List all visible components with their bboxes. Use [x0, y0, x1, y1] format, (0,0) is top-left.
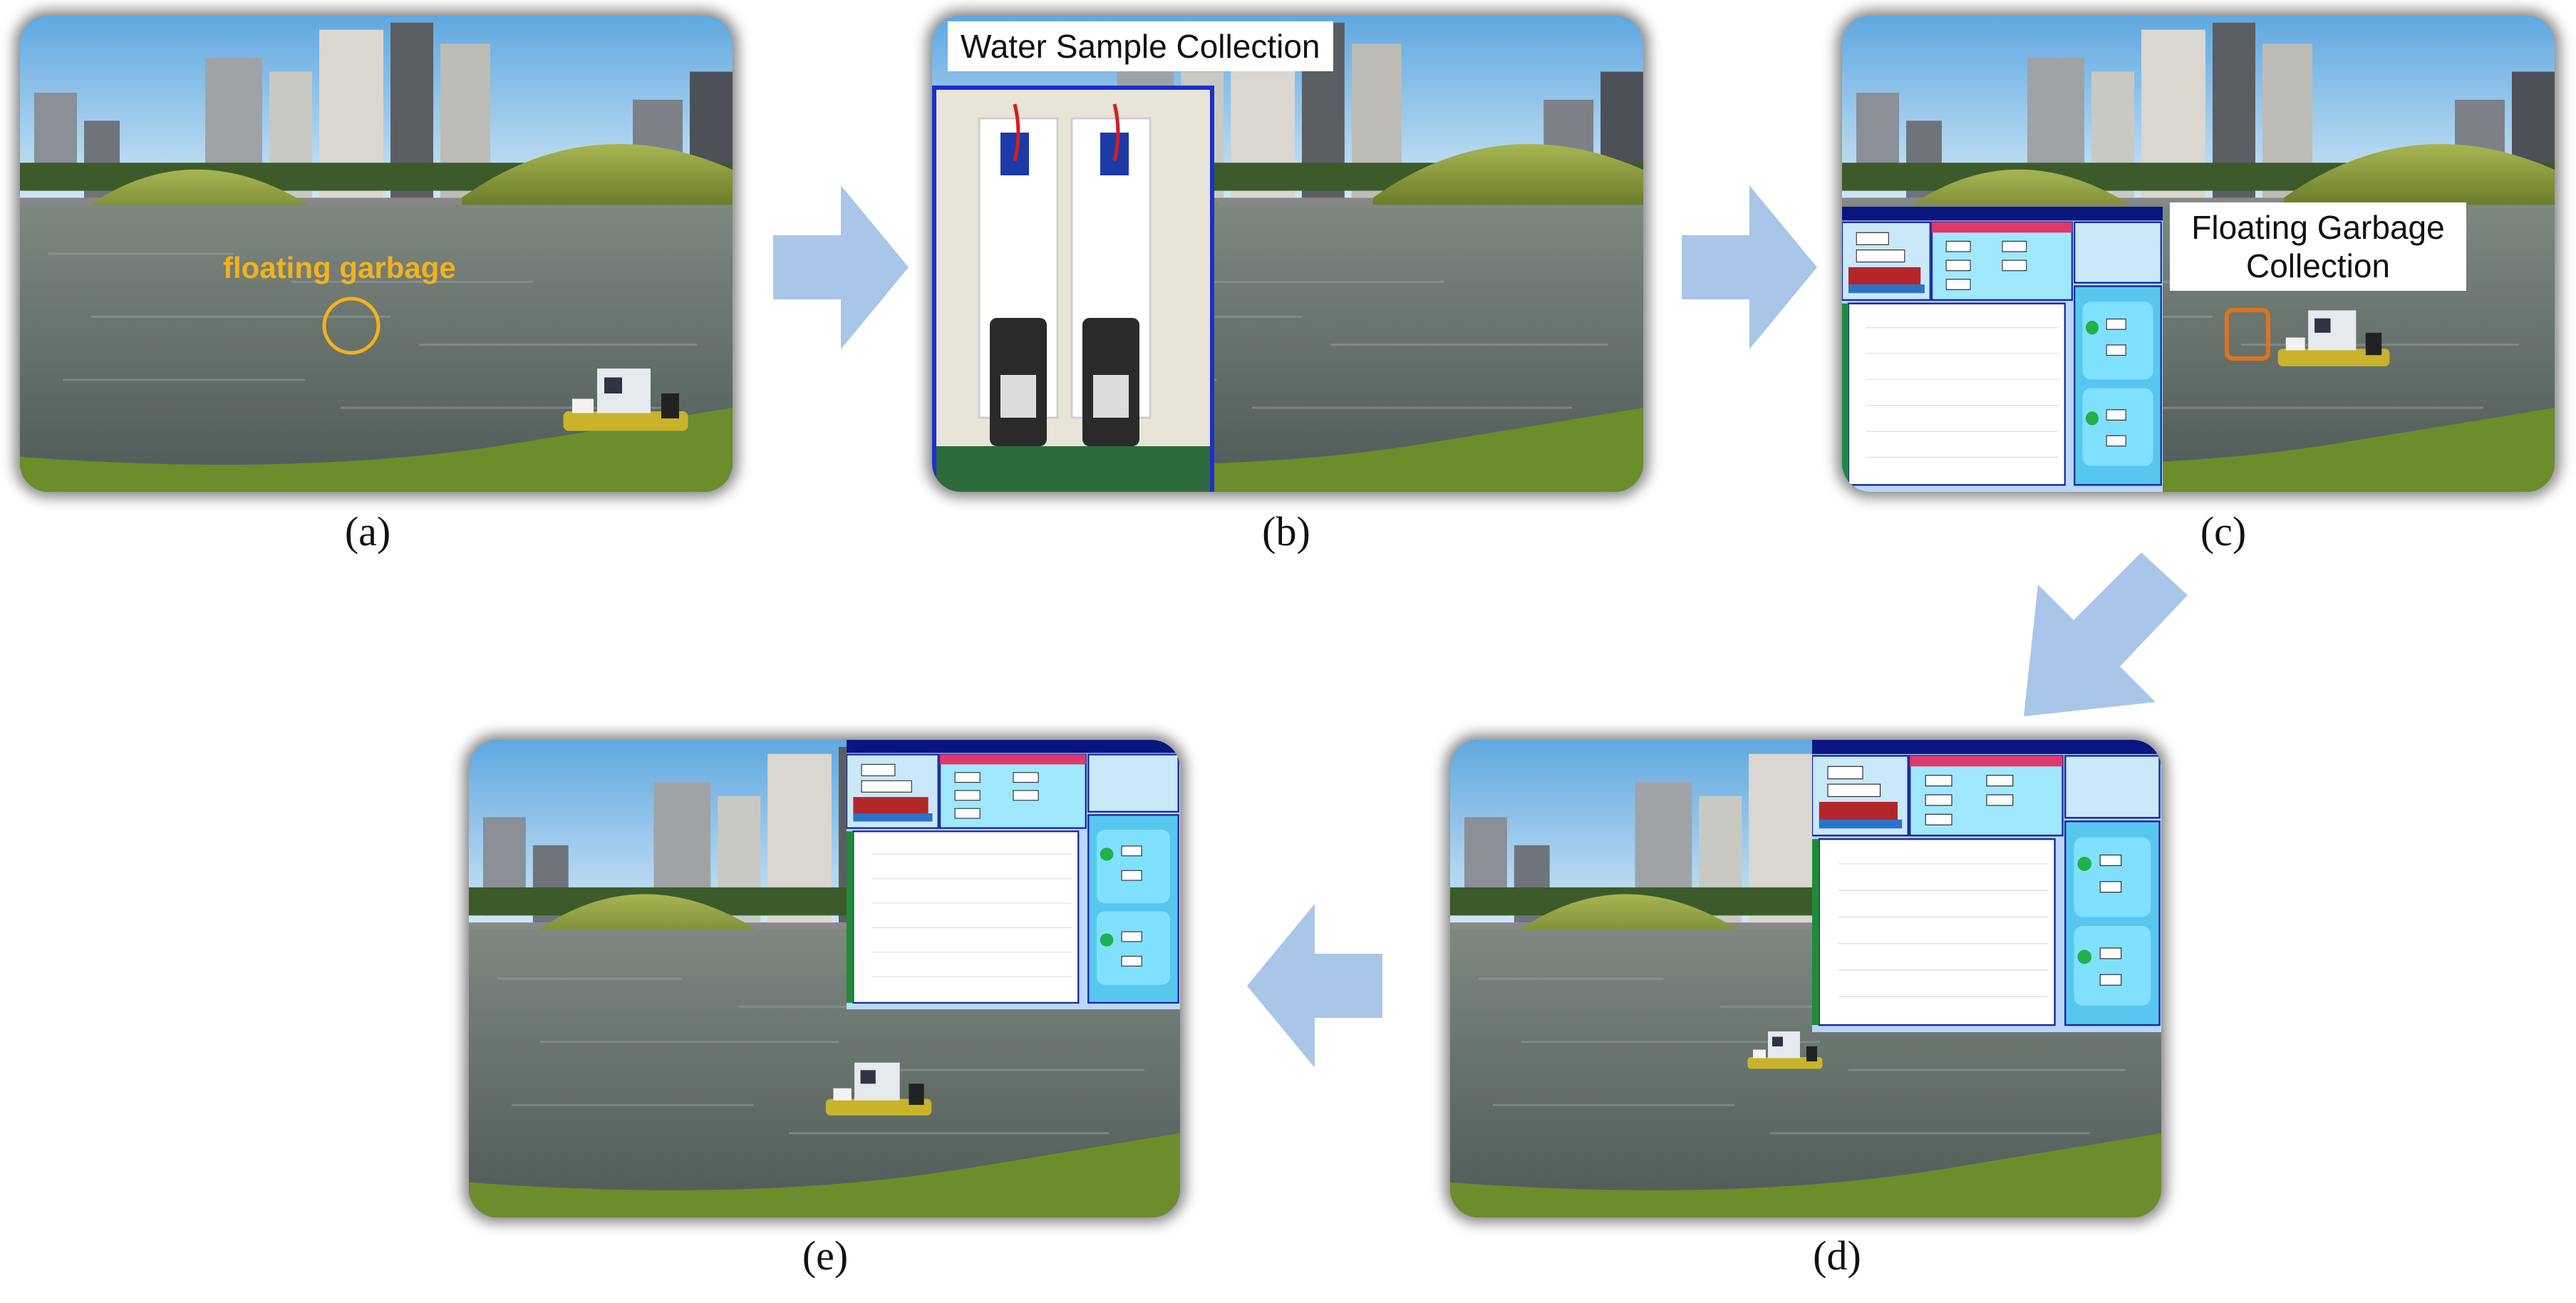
monitoring-dashboard [847, 740, 1180, 1009]
panel-b: Water Sample Collection [932, 16, 1643, 492]
boat-image [818, 1054, 939, 1129]
caption-c: (c) [2200, 508, 2247, 555]
arrow-down-left-icon [2024, 552, 2188, 716]
boat-image [554, 358, 697, 447]
arrow-left-icon [1247, 904, 1382, 1068]
caption-d: (d) [1813, 1232, 1861, 1279]
garbage-circle-marker [322, 297, 381, 355]
water-sampler-inset [932, 86, 1214, 492]
caption-e: (e) [802, 1232, 849, 1279]
arrow-right-icon [1682, 185, 1817, 349]
panel-d [1450, 740, 2161, 1217]
monitoring-dashboard [1842, 207, 2163, 492]
boat-image [2270, 301, 2398, 381]
arrow-right-icon [773, 185, 909, 349]
panel-c: Floating Garbage Collection [1842, 16, 2555, 492]
caption-a: (a) [344, 508, 391, 555]
floating-garbage-collection-label: Floating Garbage Collection [2170, 202, 2466, 291]
caption-b: (b) [1262, 508, 1310, 555]
water-sample-collection-label: Water Sample Collection [948, 21, 1333, 71]
boat-image [1742, 1025, 1828, 1078]
floating-garbage-collection-line1: Floating Garbage [2191, 209, 2445, 246]
floating-garbage-label: floating garbage [223, 251, 456, 284]
floating-garbage-collection-line2: Collection [2246, 247, 2390, 284]
panel-e [469, 740, 1180, 1217]
garbage-square-marker [2225, 308, 2270, 361]
panel-a: floating garbage [20, 16, 733, 492]
monitoring-dashboard [1812, 740, 2161, 1032]
